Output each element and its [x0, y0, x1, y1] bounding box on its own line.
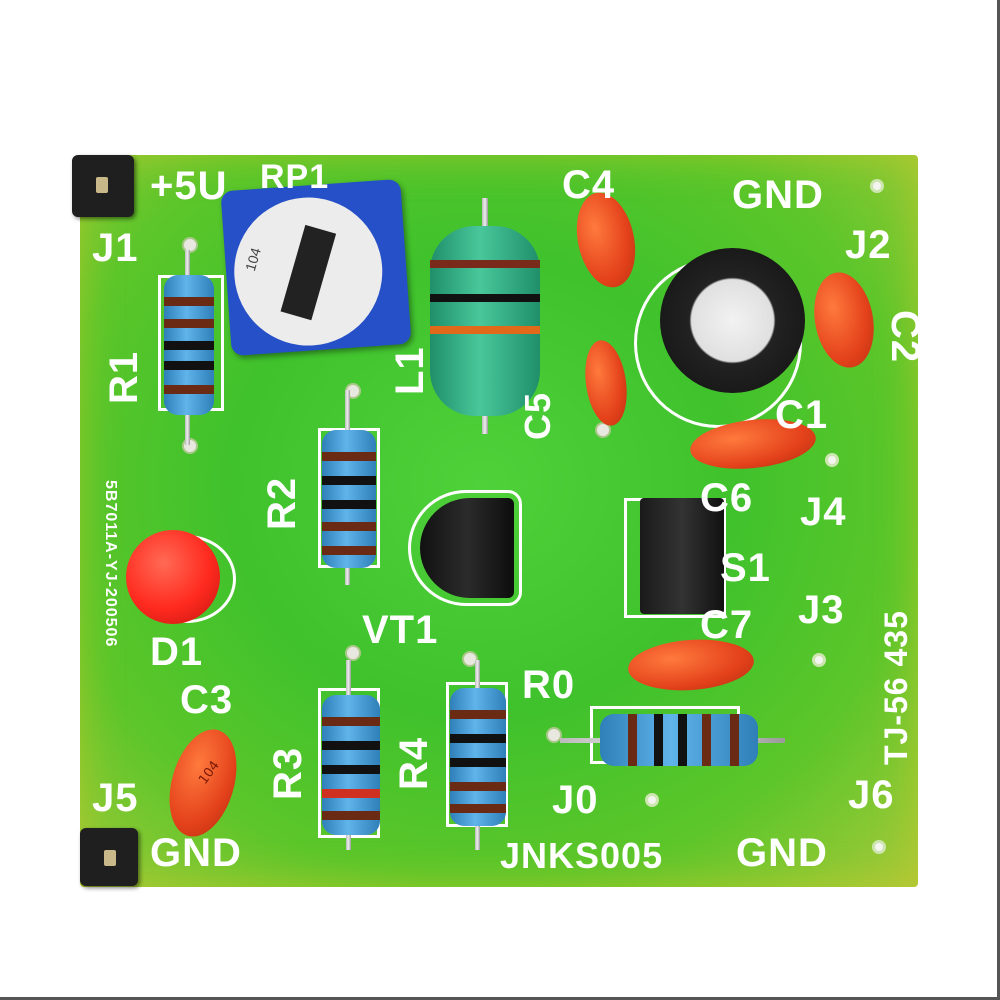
electrolytic-capacitor-c1: [660, 248, 805, 393]
label-j0: J0: [552, 778, 599, 822]
label-c3: C3: [180, 678, 234, 722]
resistor-r2: [322, 430, 376, 568]
trimmer-marking: 104: [242, 245, 264, 273]
hole-gnd-top: [870, 179, 884, 193]
resistor-r4: [450, 688, 506, 826]
label-gnd-top: GND: [732, 173, 824, 217]
label-c4: C4: [562, 163, 616, 207]
led-d1: [126, 530, 220, 624]
resistor-r3: [322, 695, 380, 835]
switch-s1: [640, 498, 724, 614]
label-r0: R0: [522, 663, 576, 707]
pad-r4-top: [462, 651, 478, 667]
pad-r0-left: [546, 727, 562, 743]
label-r2: R2: [260, 476, 304, 530]
hole-j0: [645, 793, 659, 807]
label-l1: L1: [388, 346, 432, 395]
label-c7: C7: [700, 603, 754, 647]
hole-j3: [812, 653, 826, 667]
pad-r1-top: [182, 237, 198, 253]
label-rp1: RP1: [260, 158, 330, 196]
hole-j4: [825, 453, 839, 467]
label-vt1: VT1: [362, 608, 439, 652]
label-j4: J4: [800, 490, 847, 534]
label-gnd-bottom-left: GND: [150, 831, 242, 875]
trimmer-knob: 104: [229, 192, 388, 351]
label-c6: C6: [700, 476, 754, 520]
label-j5: J5: [92, 776, 139, 820]
label-c2: C2: [883, 310, 927, 364]
resistor-r0: [600, 714, 758, 766]
label-j3: J3: [798, 588, 845, 632]
header-j5: [80, 828, 138, 886]
label-r4: R4: [392, 736, 436, 790]
resistor-r1: [164, 275, 214, 415]
label-r1: R1: [102, 350, 146, 404]
board-name: JNKS005: [500, 835, 664, 876]
label-gnd-bottom-right: GND: [736, 831, 828, 875]
label-j6: J6: [848, 773, 895, 817]
label-r3: R3: [266, 746, 310, 800]
hole-gnd-bottom: [872, 840, 886, 854]
label-j1: J1: [92, 226, 139, 270]
label-d1: D1: [150, 630, 204, 674]
label-j2: J2: [845, 223, 892, 267]
pad-r3-top: [345, 645, 361, 661]
transistor-vt1: [420, 498, 514, 598]
date-code: 5B7011A-YJ-200506: [102, 480, 119, 648]
vt1-outline: [408, 490, 522, 606]
trimmer-potentiometer-rp1: 104: [220, 178, 412, 357]
side-code: TJ-56 435: [878, 610, 914, 765]
label-c5: C5: [517, 391, 558, 440]
header-j1: [72, 155, 134, 217]
c3-marking: 104: [196, 758, 223, 788]
label-s1: S1: [720, 546, 771, 590]
trimmer-slot: [280, 224, 337, 321]
label-c1: C1: [775, 393, 829, 437]
inductor-l1: [430, 226, 540, 416]
label-vcc: +5U: [150, 164, 228, 208]
